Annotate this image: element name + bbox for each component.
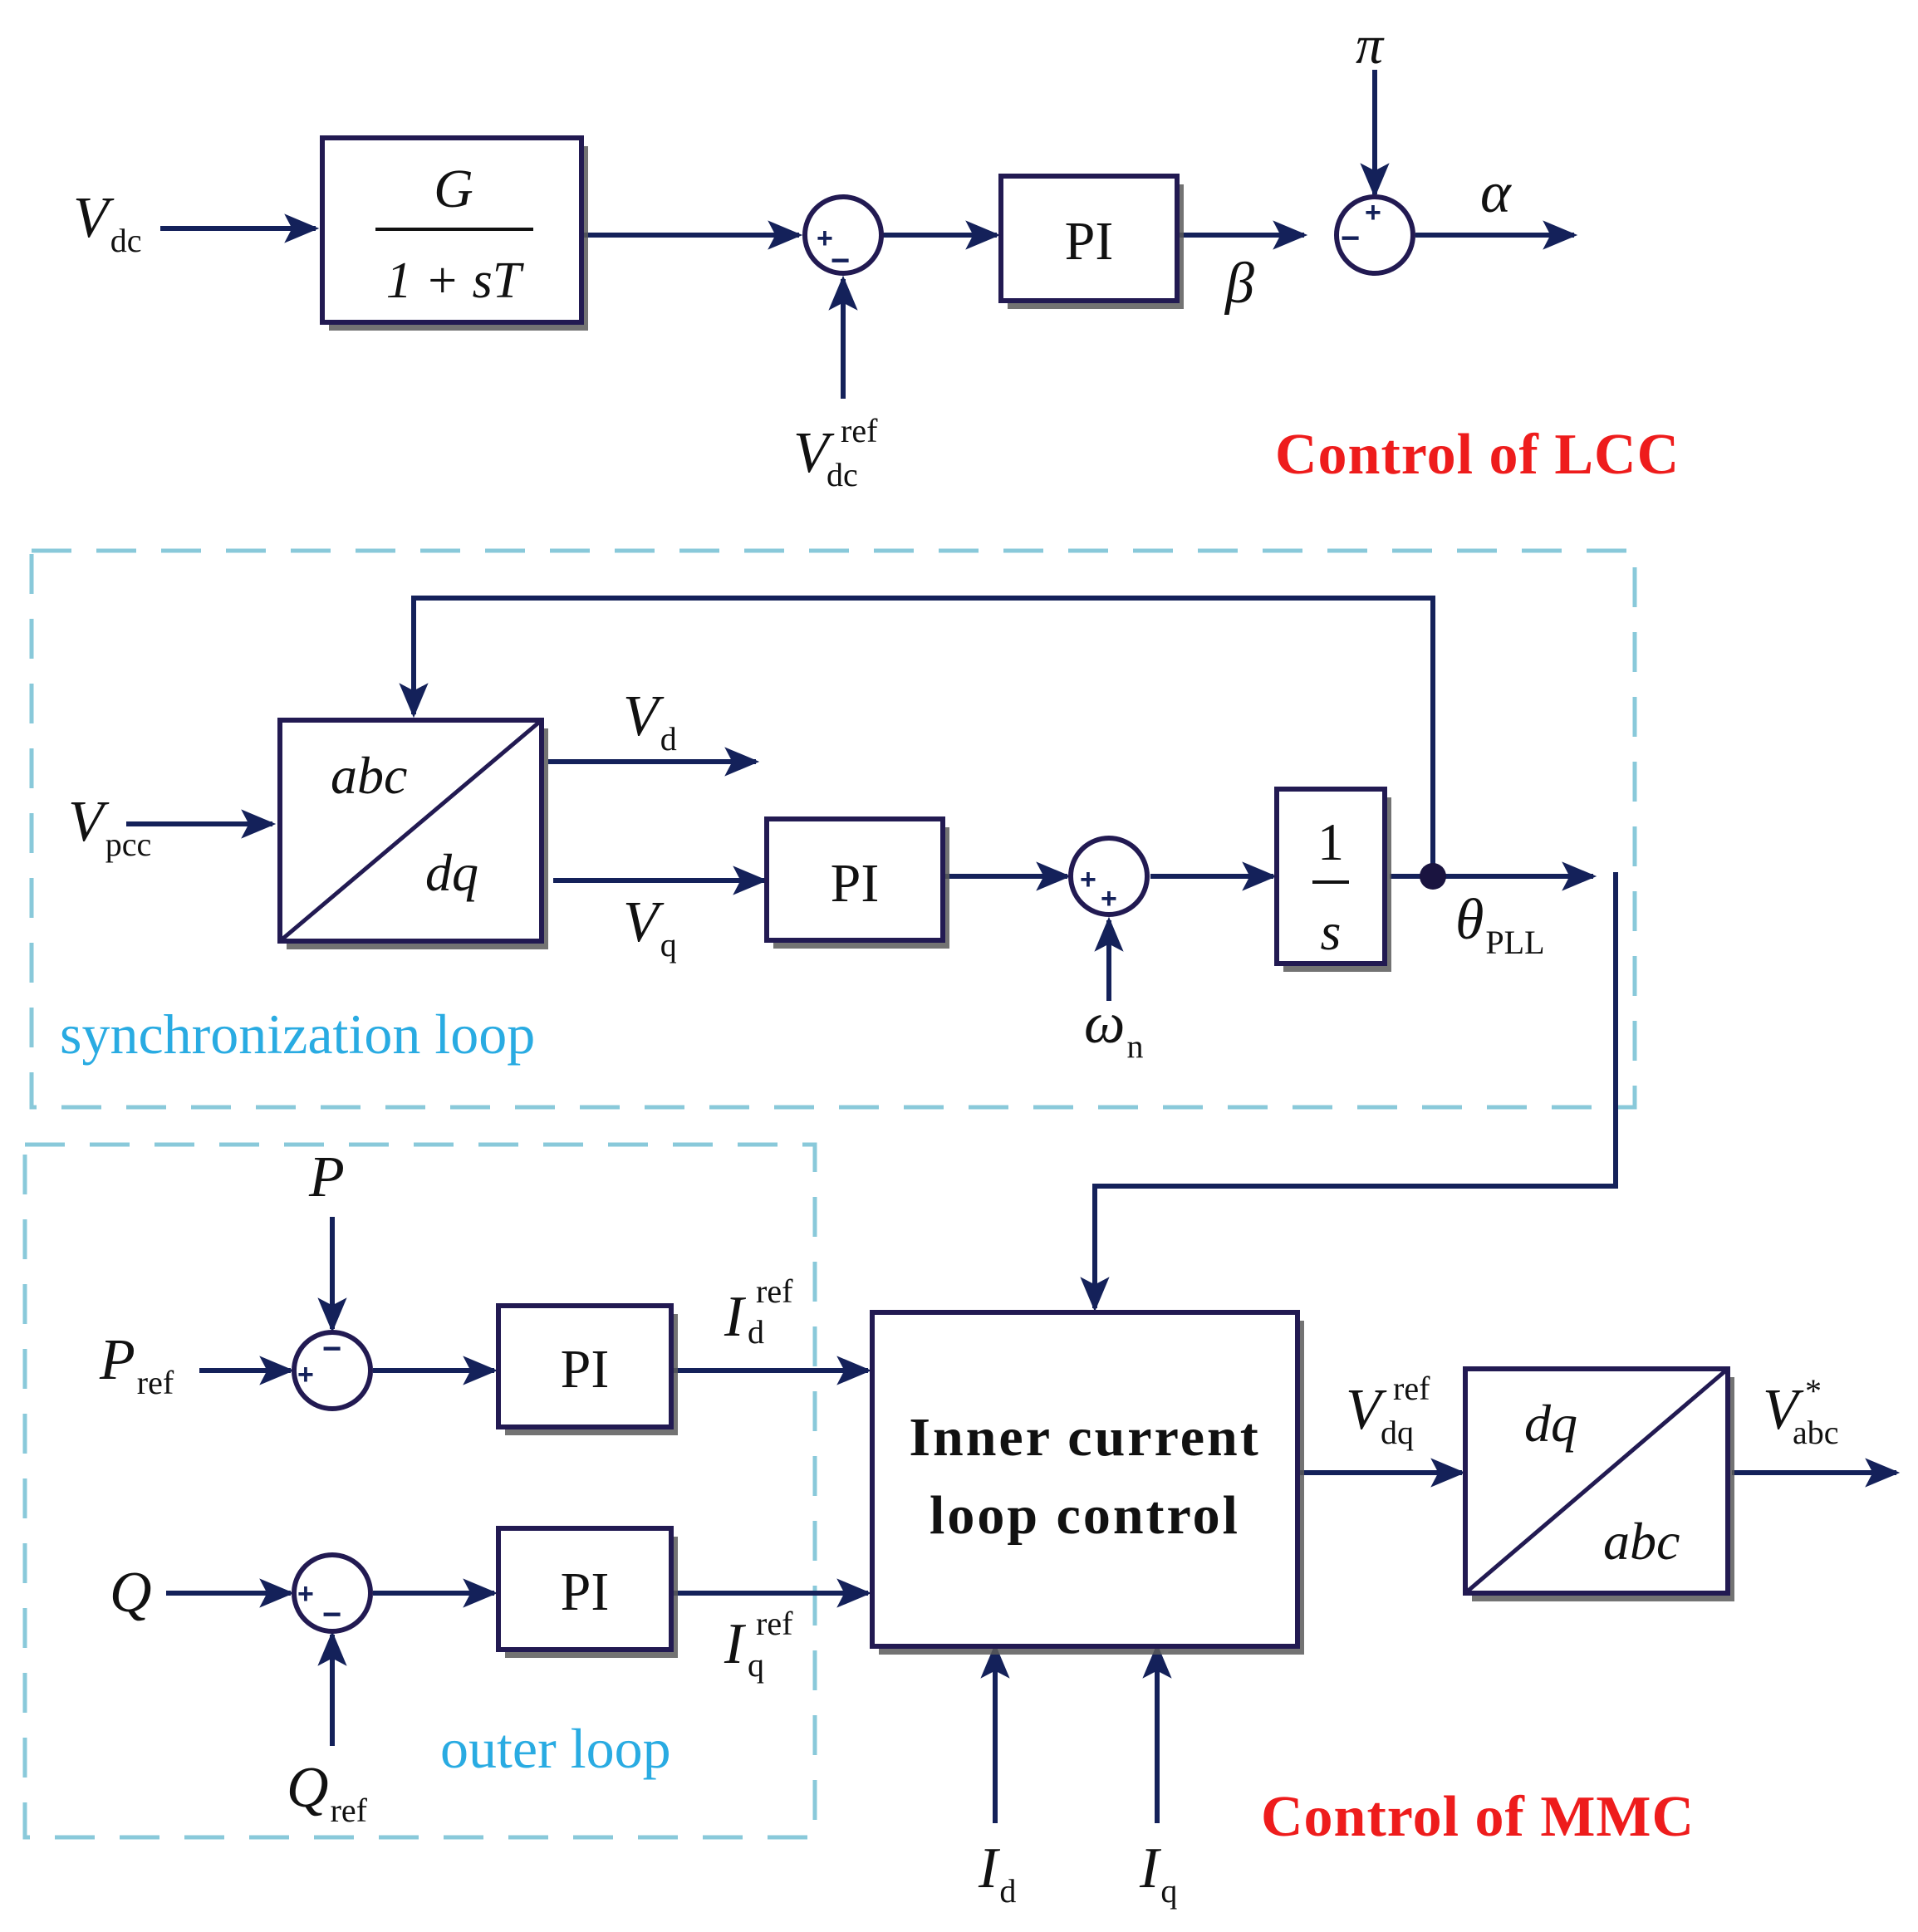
q-sum-minus-sign: − — [322, 1596, 341, 1633]
p-pi-label: PI — [561, 1339, 610, 1400]
iq-ref-sub: q — [748, 1646, 764, 1684]
pll-sum-plus-sign-2: + — [1101, 883, 1117, 915]
pll-sum-plus-sign-1: + — [1080, 864, 1096, 895]
abc-dq-bottom-label: dq — [425, 843, 478, 902]
p-feedback-label: P — [308, 1145, 345, 1209]
vd-output-label: Vd — [623, 684, 677, 758]
id-ref-main: I — [724, 1285, 747, 1349]
abc-dq-top-label: abc — [331, 746, 407, 805]
p-sum-minus-sign: − — [322, 1331, 341, 1367]
inner-loop-label-line2: loop control — [930, 1485, 1240, 1546]
integrator-denominator: s — [1321, 902, 1342, 961]
pll-control: abc dq PI + + 1 s Vpcc Vd Vq ωn θPLL s — [60, 596, 1597, 1066]
iq-input-label: Iq — [1139, 1836, 1177, 1910]
sum1-plus-sign: + — [817, 223, 833, 254]
alpha-output-label: α — [1480, 161, 1512, 225]
vpcc-input-label: Vpcc — [68, 790, 151, 863]
p-summing-junction — [292, 1330, 373, 1411]
inner-current-loop-block — [870, 1310, 1300, 1649]
lcc-summing-junction-1 — [802, 194, 884, 276]
q-sum-plus-sign: + — [297, 1578, 314, 1610]
sum1-minus-sign: − — [831, 243, 850, 279]
vdq-ref-sup: ref — [1393, 1370, 1430, 1407]
theta-branch-point — [1420, 863, 1446, 890]
integrator-numerator: 1 — [1317, 812, 1344, 871]
filter-numerator: G — [434, 159, 473, 219]
vq-signal-label: Vq — [623, 890, 677, 964]
p-pi-block — [496, 1303, 674, 1429]
vdc-ref-main: V — [793, 421, 835, 485]
p-ref-label: Pref — [99, 1328, 174, 1401]
id-ref-sub: d — [748, 1313, 764, 1351]
theta-to-inner-loop-wire — [1080, 872, 1618, 1312]
outer-loop-group — [22, 1142, 817, 1840]
vdq-ref-main: V — [1346, 1378, 1387, 1442]
pll-pi-label: PI — [831, 853, 880, 914]
iq-ref-sup: ref — [756, 1605, 793, 1642]
vabc-main: V — [1763, 1378, 1804, 1442]
iq-ref-main: I — [724, 1612, 747, 1676]
sum2-plus-sign: + — [1365, 197, 1381, 228]
dq-abc-diagonal — [1464, 1367, 1729, 1595]
synchronization-loop-group — [29, 548, 1637, 1110]
q-input-label: Q — [110, 1561, 152, 1625]
lcc-pi-block — [998, 174, 1180, 303]
vdc-ref-sub: dc — [827, 456, 858, 493]
vabc-sup: * — [1805, 1372, 1822, 1410]
synchronization-loop-label: synchronization loop — [60, 1003, 535, 1066]
pi-constant-label: π — [1356, 15, 1385, 76]
lcc-input-vdc-label: Vdc — [73, 186, 142, 259]
q-summing-junction — [292, 1552, 373, 1634]
beta-label: β — [1224, 252, 1254, 316]
vabc-sub: abc — [1793, 1414, 1839, 1451]
vdc-ref-sup: ref — [841, 412, 878, 449]
dq-abc-top-label: dq — [1524, 1394, 1577, 1453]
q-pi-label: PI — [561, 1562, 610, 1622]
vdq-ref-sub: dq — [1381, 1414, 1414, 1451]
outer-loop-control: + − PI + − PI P Pref I ref d Q Qref I re… — [99, 1145, 872, 1829]
pll-summing-junction — [1068, 836, 1150, 917]
lcc-summing-junction-2 — [1334, 194, 1415, 276]
lcc-control: G 1 + sT + − PI + − Vdc V ref dc β π α C… — [73, 15, 1680, 493]
q-pi-block — [496, 1526, 674, 1652]
lcc-title: Control of LCC — [1275, 423, 1680, 487]
mmc-control: Inner current loop control dq abc V ref … — [870, 1310, 1901, 1910]
omega-n-label: ωn — [1084, 992, 1143, 1065]
sum2-minus-sign: − — [1341, 220, 1360, 257]
theta-pll-label: θPLL — [1455, 888, 1545, 961]
integrator-block — [1274, 787, 1387, 966]
mmc-title: Control of MMC — [1261, 1785, 1695, 1849]
id-input-label: Id — [978, 1836, 1016, 1910]
dq-abc-bottom-label: abc — [1603, 1512, 1680, 1571]
p-sum-plus-sign: + — [297, 1359, 314, 1390]
q-ref-label: Qref — [287, 1756, 368, 1829]
inner-loop-label-line1: Inner current — [909, 1407, 1260, 1468]
outer-loop-label: outer loop — [440, 1717, 671, 1780]
id-ref-sup: ref — [756, 1272, 793, 1310]
lcc-pi-label: PI — [1065, 211, 1114, 272]
pll-pi-block — [764, 816, 945, 943]
filter-denominator: 1 + sT — [386, 253, 525, 309]
abc-dq-diagonal — [278, 718, 543, 943]
